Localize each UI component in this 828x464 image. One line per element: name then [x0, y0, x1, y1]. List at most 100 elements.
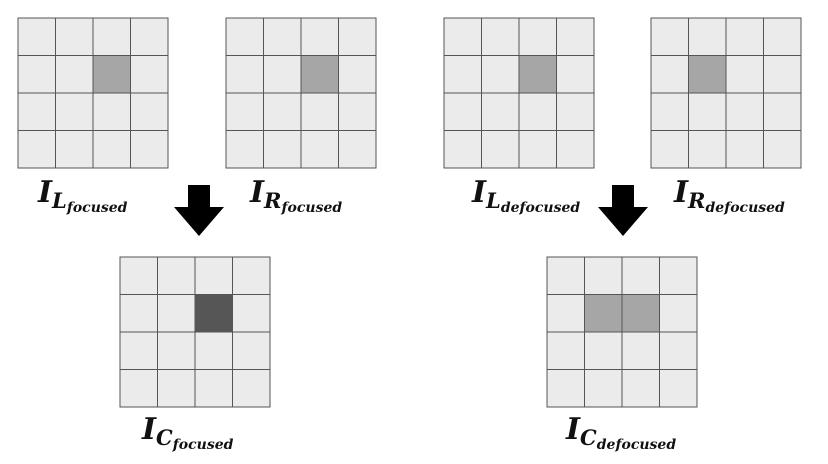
grid-cell: [300, 130, 339, 169]
grid-cell: [119, 294, 158, 333]
down-arrow-icon: [598, 185, 648, 236]
grid-combined-defocused: [546, 256, 698, 408]
grid-cell: [232, 369, 271, 408]
grid-cell: [263, 92, 302, 131]
grid-cell: [659, 256, 698, 295]
grid-cell: [763, 55, 802, 94]
grid-cell: [763, 17, 802, 56]
grid-cell: [481, 92, 520, 131]
grid-cell-highlighted: [92, 55, 131, 94]
grid-cell: [17, 17, 56, 56]
label-combined-focused: ICfocused: [142, 412, 234, 453]
label-combined-defocused: ICdefocused: [566, 412, 677, 453]
grid-cell: [55, 55, 94, 94]
grid-cell: [443, 92, 482, 131]
grid-combined-focused: [119, 256, 271, 408]
grid-cell: [232, 256, 271, 295]
grid-cell: [17, 55, 56, 94]
down-arrow-icon: [174, 185, 224, 236]
grid-cell: [119, 256, 158, 295]
grid-cell: [546, 294, 585, 333]
grid-cell: [688, 130, 727, 169]
grid-cell: [55, 130, 94, 169]
grid-cell: [763, 130, 802, 169]
grid-cell: [584, 369, 623, 408]
label-left-defocused: ILdefocused: [472, 175, 581, 216]
grid-cell: [225, 55, 264, 94]
grid-cell: [688, 17, 727, 56]
grid-cell: [763, 92, 802, 131]
grid-cell: [725, 92, 764, 131]
grid-cell: [263, 55, 302, 94]
grid-cell-highlighted: [621, 294, 660, 333]
grid-cell: [621, 331, 660, 370]
grid-cell: [263, 17, 302, 56]
grid-cell: [481, 130, 520, 169]
grid-cell: [92, 92, 131, 131]
grid-cell: [300, 17, 339, 56]
grid-cell-highlighted: [300, 55, 339, 94]
grid-cell: [546, 369, 585, 408]
grid-cell: [584, 331, 623, 370]
grid-cell: [556, 17, 595, 56]
grid-cell: [650, 92, 689, 131]
label-right-focused: IRfocused: [250, 175, 343, 216]
grid-cell: [17, 130, 56, 169]
grid-right-focused: [225, 17, 377, 169]
grid-cell: [688, 92, 727, 131]
grid-cell: [650, 55, 689, 94]
grid-cell: [725, 130, 764, 169]
grid-cell: [194, 369, 233, 408]
grid-cell: [130, 92, 169, 131]
grid-cell: [300, 92, 339, 131]
grid-cell: [130, 17, 169, 56]
grid-cell: [157, 256, 196, 295]
grid-cell: [546, 331, 585, 370]
label-left-focused: ILfocused: [38, 175, 128, 216]
grid-cell: [546, 256, 585, 295]
grid-cell: [225, 130, 264, 169]
grid-cell: [130, 130, 169, 169]
grid-cell-highlighted: [584, 294, 623, 333]
grid-cell: [650, 130, 689, 169]
grid-cell: [338, 55, 377, 94]
label-right-defocused: IRdefocused: [674, 175, 785, 216]
grid-cell: [556, 92, 595, 131]
grid-cell: [225, 92, 264, 131]
grid-cell: [659, 294, 698, 333]
grid-cell: [194, 256, 233, 295]
grid-cell: [725, 55, 764, 94]
grid-cell: [481, 17, 520, 56]
grid-cell: [621, 369, 660, 408]
grid-cell: [584, 256, 623, 295]
grid-cell: [55, 17, 94, 56]
grid-cell: [92, 130, 131, 169]
grid-cell: [443, 55, 482, 94]
grid-cell: [225, 17, 264, 56]
grid-cell: [119, 331, 158, 370]
grid-left-defocused: [443, 17, 595, 169]
grid-cell-highlighted: [688, 55, 727, 94]
grid-cell: [338, 92, 377, 131]
grid-right-defocused: [650, 17, 802, 169]
grid-cell: [556, 55, 595, 94]
grid-cell: [194, 331, 233, 370]
grid-cell: [157, 331, 196, 370]
grid-cell: [92, 17, 131, 56]
grid-cell: [659, 369, 698, 408]
grid-cell: [119, 369, 158, 408]
grid-cell: [621, 256, 660, 295]
grid-cell: [443, 17, 482, 56]
grid-cell: [443, 130, 482, 169]
grid-cell: [157, 369, 196, 408]
grid-left-focused: [17, 17, 169, 169]
grid-cell: [518, 92, 557, 131]
grid-cell: [338, 130, 377, 169]
grid-cell: [157, 294, 196, 333]
grid-cell-highlighted: [194, 294, 233, 333]
grid-cell: [17, 92, 56, 131]
grid-cell: [650, 17, 689, 56]
grid-cell: [659, 331, 698, 370]
grid-cell: [55, 92, 94, 131]
